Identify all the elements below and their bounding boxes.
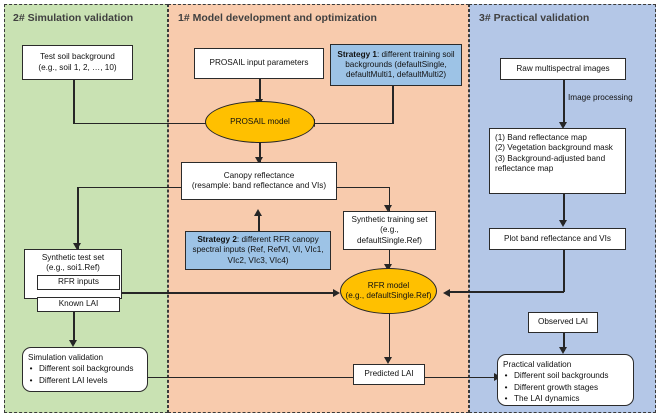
connector-canopy-down-left [77,186,79,249]
connector-canopy-left [77,186,181,189]
connector-predicted-left [63,376,353,379]
strategy-1-label: Strategy 1 [337,49,377,59]
synthetic-training-set-line2: (e.g., defaultSingle.Ref) [356,225,423,245]
connector-strategy1-left [315,122,394,125]
connector-canopy-right [337,186,390,189]
practical-validation-bullet-1: Different soil backgrounds [514,371,609,381]
node-prosail-input-parameters[interactable]: PROSAIL input parameters [194,48,324,79]
practical-validation-bullet-3: The LAI dynamics [514,393,580,403]
arrowhead-to-rfr-left [333,288,340,297]
connector-observed-down [563,333,565,351]
node-rfr-inputs[interactable]: RFR inputs [37,275,120,290]
arrowhead-to-processing-steps [559,122,567,129]
panel-title-model: 1# Model development and optimization [178,12,377,24]
connector-raw-down [563,80,565,126]
connector-plotband-down [563,250,565,292]
arrowhead-to-plot-band [559,220,567,227]
node-prosail-model[interactable]: PROSAIL model [205,101,315,143]
bullet-dot: • [504,382,508,392]
node-known-lai[interactable]: Known LAI [37,297,120,312]
node-synthetic-test-set[interactable]: Synthetic test set (e.g., soi1.Ref) [24,249,122,299]
connector-strategy2-up [258,216,260,232]
simulation-validation-bullet-2: Different LAI levels [39,375,108,385]
strategy-2-label: Strategy 2 [197,235,237,245]
bullet-dot: • [504,393,508,403]
rfr-model-line1: RFR model [367,280,410,290]
practical-validation-bullet-2: Different growth stages [514,382,599,392]
arrowhead-to-prac-validation-top [559,347,567,354]
connector-inputparams-down [259,79,261,102]
synthetic-training-set-line1: Synthetic training set [351,215,428,225]
connector-prosail-down [259,143,261,162]
processing-step-1: (1) Band reflectance map [495,133,587,142]
node-synthetic-training-set[interactable]: Synthetic training set (e.g., defaultSin… [343,211,436,250]
test-soil-background-line1: Test soil background [40,52,115,62]
connector-plotband-left [449,291,564,293]
node-simulation-validation[interactable]: Simulation validation • Different soil b… [22,347,148,392]
connector-testset-down [73,299,75,344]
connector-rfrinputs-right [120,292,336,294]
strategy-2-text: : different RFR canopy spectral inputs (… [192,235,324,265]
practical-validation-title: Practical validation [503,360,572,369]
label-image-processing: Image processing [568,93,633,102]
node-predicted-lai[interactable]: Predicted LAI [353,364,425,385]
rfr-model-line2: (e.g., defaultSingle.Ref) [345,291,432,300]
bullet-dot: • [504,371,508,381]
bullet-dot: • [29,364,33,374]
connector-rfr-down [388,314,391,361]
connector-canopy-down-right [388,186,391,211]
arrowhead-to-rfr-right [443,288,450,297]
synthetic-test-set-line1: Synthetic test set [41,253,105,262]
processing-step-3: (3) Background-adjusted band [495,153,606,163]
connector-predicted-right [425,376,497,379]
arrowhead-to-canopy [255,157,263,164]
processing-step-4: reflectance map [495,163,554,173]
processing-step-2: (2) Vegetation background mask [495,143,613,153]
connector-strategy1-down [392,86,394,123]
node-plot-band-reflectance[interactable]: Plot band reflectance and VIs [489,228,626,250]
canopy-reflectance-line2: (resample: band reflectance and VIs) [191,181,327,190]
node-processing-steps[interactable]: (1) Band reflectance map (2) Vegetation … [489,128,626,194]
connector-trainingset-down [388,250,391,268]
canopy-reflectance-line1: Canopy reflectance [223,170,295,180]
strategy-1-text: : different training soil backgrounds (d… [345,49,455,80]
node-strategy-2[interactable]: Strategy 2: different RFR canopy spectra… [185,231,331,270]
simulation-validation-title: Simulation validation [28,353,104,362]
panel-title-simulation: 2# Simulation validation [13,12,134,24]
connector-steps-down [563,194,565,224]
connector-testsoil-right [73,122,213,125]
node-strategy-1[interactable]: Strategy 1: different training soil back… [330,44,462,86]
bullet-dot: • [29,375,33,385]
test-soil-background-line2: (e.g., soil 1, 2, …, 10) [38,62,117,72]
arrowhead-to-sim-validation-top [69,340,77,347]
node-canopy-reflectance[interactable]: Canopy reflectance (resample: band refle… [181,162,337,200]
node-raw-multispectral-images[interactable]: Raw multispectral images [500,58,626,80]
panel-title-practical: 3# Practical validation [479,12,590,24]
synthetic-test-set-line2: (e.g., soi1.Ref) [46,263,100,273]
arrowhead-to-predicted-lai [384,357,392,364]
arrowhead-to-synthetic-test [73,243,81,250]
node-observed-lai[interactable]: Observed LAI [528,312,598,333]
node-rfr-model[interactable]: RFR model (e.g., defaultSingle.Ref) [340,268,437,314]
arrowhead-to-training-set [384,205,392,212]
connector-testsoil-down [73,80,75,124]
simulation-validation-bullet-1: Different soil backgrounds [39,364,134,374]
node-test-soil-background[interactable]: Test soil background (e.g., soil 1, 2, …… [22,45,133,80]
node-practical-validation[interactable]: Practical validation • Different soil ba… [497,354,634,406]
arrowhead-to-canopy-bottom [254,209,262,216]
